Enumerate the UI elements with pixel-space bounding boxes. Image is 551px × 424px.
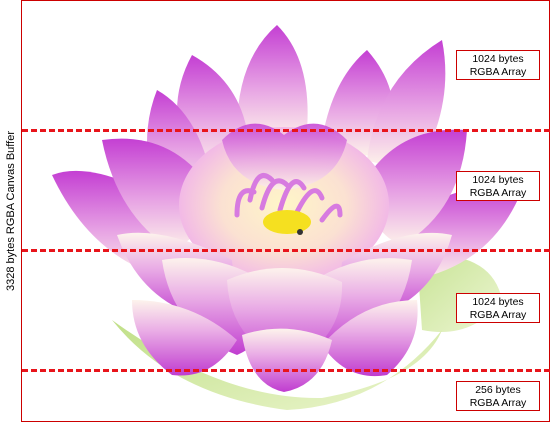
chunk-divider-line — [22, 129, 550, 132]
chunk-divider-line — [22, 369, 550, 372]
chunk-size: 1024 bytes — [472, 53, 524, 65]
chunk-type: RGBA Array — [469, 187, 527, 199]
chunk-label-3: 1024 bytes RGBA Array — [456, 293, 540, 323]
chunk-label-2: 1024 bytes RGBA Array — [456, 171, 540, 201]
chunk-size: 1024 bytes — [472, 174, 524, 186]
chunk-divider-line — [22, 249, 550, 252]
chunk-label-4: 256 bytes RGBA Array — [456, 381, 540, 411]
chunk-size: 1024 bytes — [472, 296, 524, 308]
lotus-flower-image — [52, 25, 522, 410]
buffer-side-strip: 3328 bytes RGBA Canvas Buffer — [0, 0, 22, 422]
chunk-type: RGBA Array — [469, 309, 527, 321]
chunk-type: RGBA Array — [469, 397, 527, 409]
chunk-label-1: 1024 bytes RGBA Array — [456, 50, 540, 80]
chunk-size: 256 bytes — [475, 384, 521, 396]
chunk-type: RGBA Array — [469, 66, 527, 78]
buffer-size-label: 3328 bytes RGBA Canvas Buffer — [5, 131, 17, 291]
